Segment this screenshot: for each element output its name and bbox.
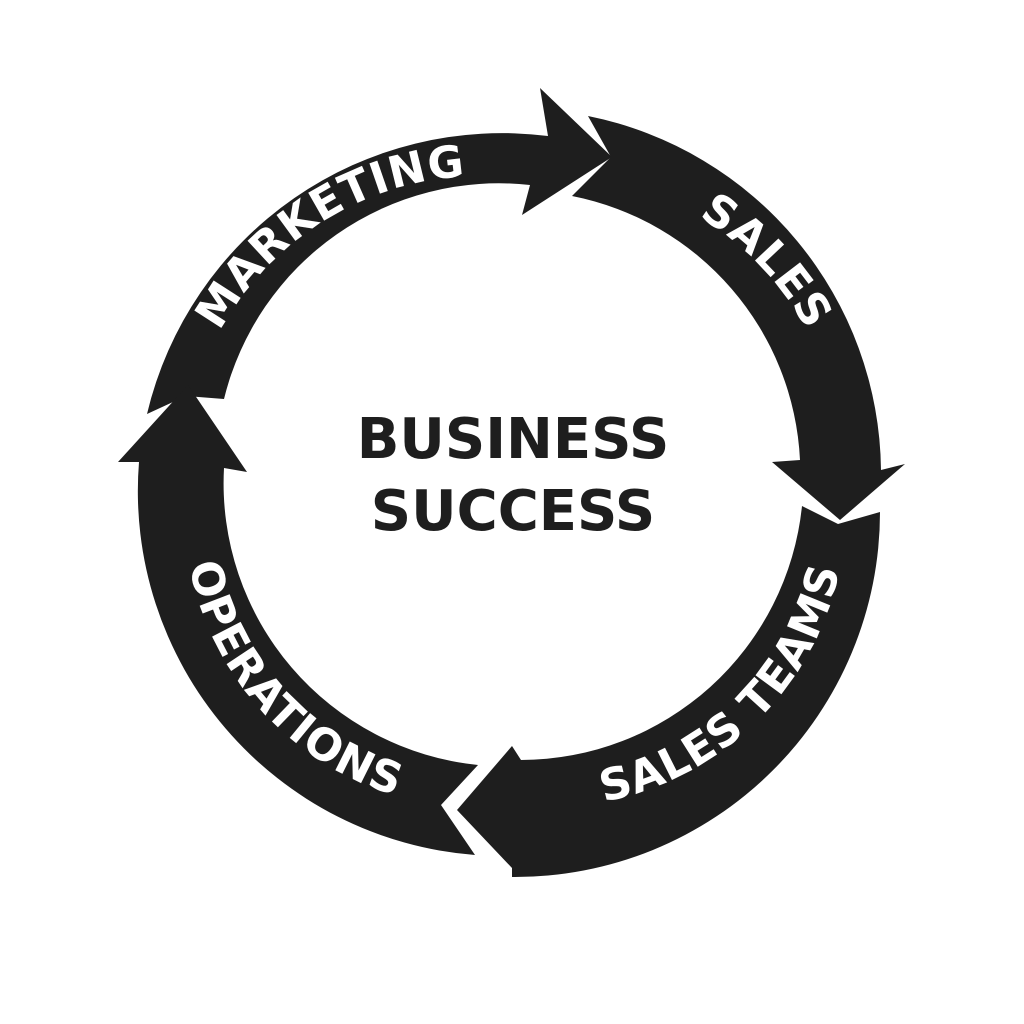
arrow-segment-sales: [572, 116, 905, 520]
arrow-segment-sales-teams: [457, 506, 880, 878]
arrow-segment-operations: [118, 385, 478, 855]
center-title-line1: BUSINESS: [357, 407, 670, 472]
center-title-line2: SUCCESS: [371, 479, 655, 544]
center-title: BUSINESS SUCCESS: [357, 407, 670, 544]
arrow-segment-marketing: [147, 88, 612, 414]
cycle-ring: [118, 88, 905, 878]
